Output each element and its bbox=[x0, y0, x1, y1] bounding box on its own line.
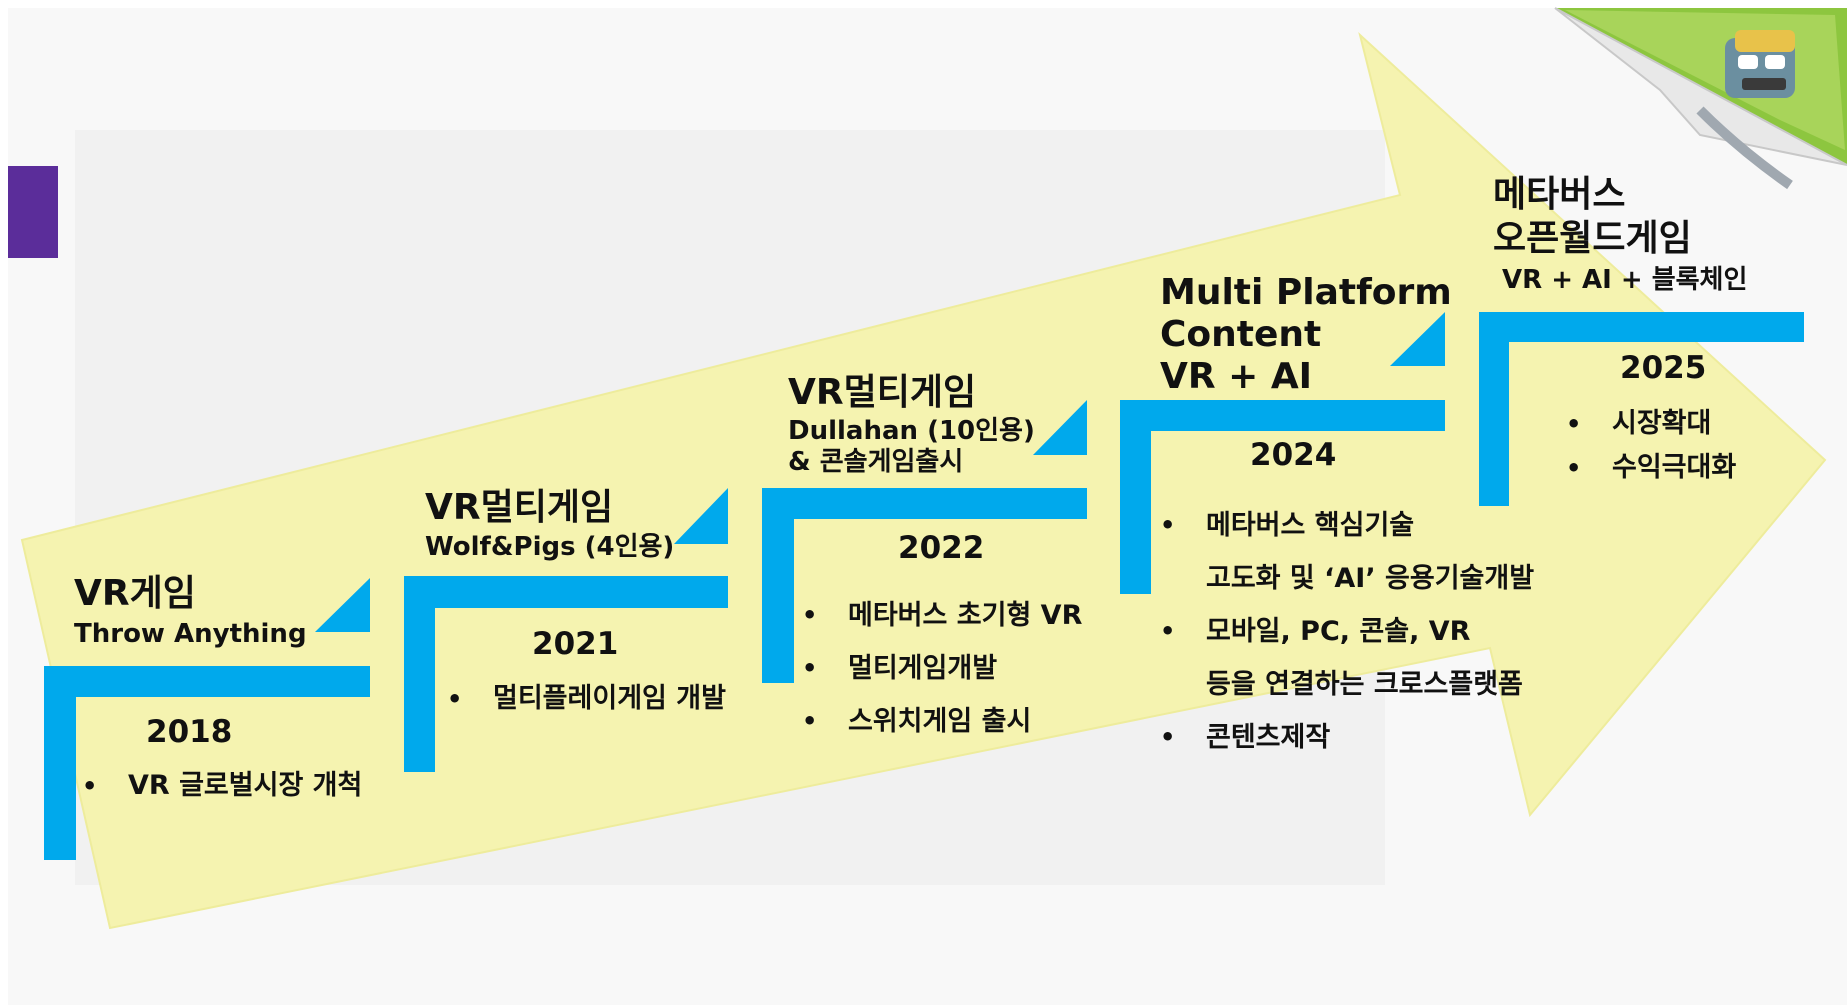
stage-title-line: 오픈월드게임 bbox=[1493, 218, 1692, 259]
stage-subtitle: Throw Anything bbox=[74, 619, 307, 649]
bullet-item: 모바일, PC, 콘솔, VR bbox=[1160, 605, 1534, 658]
step-group bbox=[44, 312, 1804, 860]
stage-subtitle-2: & 콘솔게임출시 bbox=[788, 447, 964, 477]
accent-bar bbox=[8, 166, 58, 258]
stage-subtitle: VR + AI + 블록체인 bbox=[1502, 265, 1748, 295]
bullet-item: 멀티플레이게임 개발 bbox=[447, 681, 726, 717]
stage-title: Multi Platform Content VR + AI bbox=[1160, 272, 1452, 398]
bullet-item: 메타버스 초기형 VR bbox=[802, 589, 1082, 642]
bullet-item: 시장확대 bbox=[1566, 402, 1736, 446]
bullet-item: VR 글로벌시장 개척 bbox=[82, 768, 362, 804]
stage-year: 2021 bbox=[532, 626, 619, 662]
stage-bullets: 멀티플레이게임 개발 bbox=[447, 681, 726, 717]
stage-year: 2018 bbox=[146, 714, 233, 750]
stage-bullets: 메타버스 핵심기술 고도화 및 ‘AI’ 응용기술개발 모바일, PC, 콘솔,… bbox=[1160, 499, 1534, 764]
stage-subtitle: Dullahan (10인용) bbox=[788, 416, 1035, 446]
stage-bullets: VR 글로벌시장 개척 bbox=[82, 768, 362, 804]
step-triangle bbox=[1390, 312, 1445, 366]
stage-bullets: 시장확대 수익극대화 bbox=[1566, 402, 1736, 490]
stage-title-line: Content bbox=[1160, 314, 1322, 355]
step-triangle bbox=[674, 488, 728, 544]
stage-title-line: 메타버스 bbox=[1493, 174, 1626, 215]
zombie-mascot-icon bbox=[1554, 7, 1847, 190]
stage-title: 메타버스 오픈월드게임 bbox=[1493, 173, 1692, 261]
bullet-item: 스위치게임 출시 bbox=[802, 695, 1082, 748]
step-shape bbox=[762, 488, 1087, 683]
bullet-item: 메타버스 핵심기술 bbox=[1160, 499, 1534, 552]
step-shape bbox=[1120, 400, 1445, 594]
stage-year: 2025 bbox=[1620, 350, 1707, 386]
step-triangle bbox=[1033, 400, 1087, 455]
stage-title: VR게임 bbox=[74, 573, 196, 614]
bullet-item: 콘텐츠제작 bbox=[1160, 711, 1534, 764]
stage-title: VR멀티게임 bbox=[425, 487, 614, 528]
stage-title-line: Multi Platform bbox=[1160, 272, 1452, 313]
stage-subtitle: Wolf&Pigs (4인용) bbox=[425, 532, 675, 562]
bullet-continuation: 고도화 및 ‘AI’ 응용기술개발 bbox=[1206, 563, 1535, 594]
stage-title: VR멀티게임 bbox=[788, 372, 977, 413]
bullet-item: 멀티게임개발 bbox=[802, 642, 1082, 695]
bullet-continuation: 등을 연결하는 크로스플랫폼 bbox=[1206, 669, 1523, 700]
step-shape bbox=[44, 666, 370, 860]
stage-bullets: 메타버스 초기형 VR 멀티게임개발 스위치게임 출시 bbox=[802, 589, 1082, 748]
step-triangle bbox=[315, 578, 370, 632]
stage-year: 2022 bbox=[898, 530, 985, 566]
step-shape bbox=[404, 576, 728, 772]
stage-year: 2024 bbox=[1250, 437, 1337, 473]
stage-title-line: VR + AI bbox=[1160, 356, 1313, 397]
step-shape bbox=[1479, 312, 1804, 506]
bullet-item: 수익극대화 bbox=[1566, 446, 1736, 490]
